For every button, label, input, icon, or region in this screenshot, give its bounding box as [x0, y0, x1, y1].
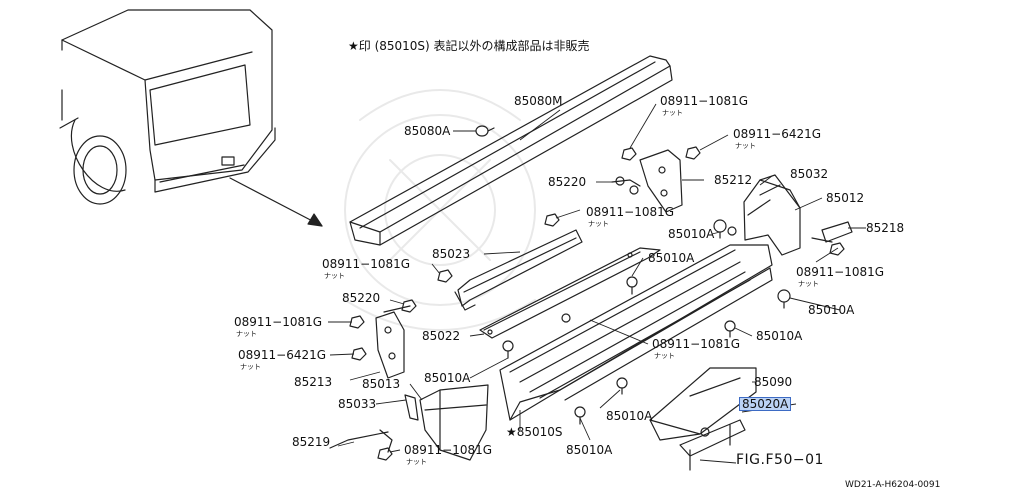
part-label-85010s[interactable]: ★85010S	[506, 425, 563, 439]
part-label-08911-1081g-left2[interactable]: 08911−1081G	[234, 315, 323, 329]
part-label-85022[interactable]: 85022	[422, 329, 461, 343]
bracket-85213	[375, 305, 411, 379]
end-cap-right-85012	[743, 174, 801, 256]
view-arrow-icon	[229, 177, 323, 227]
bracket-85212	[611, 149, 683, 213]
part-label-85020a[interactable]: 85020A	[738, 397, 792, 411]
part-label-85010a-4[interactable]: 85010A	[756, 329, 803, 343]
part-label-85010a-2[interactable]: 85010A	[648, 251, 695, 265]
part-label-85033[interactable]: 85033	[338, 397, 377, 411]
reinforcement-85010S	[499, 244, 773, 421]
end-cap-left-85013	[419, 384, 489, 461]
part-label-85010a-1[interactable]: 85010A	[668, 227, 715, 241]
spacer-85090	[649, 367, 757, 441]
nut-bottom-icon	[377, 447, 393, 461]
watermark-emblem	[344, 89, 536, 331]
nut-caption: ナット	[654, 352, 675, 360]
part-label-85023[interactable]: 85023	[432, 247, 471, 261]
part-label-85080m[interactable]: 85080M	[514, 94, 563, 108]
part-label-85010a-5[interactable]: 85010A	[424, 371, 471, 385]
nut-caption: ナット	[662, 109, 683, 117]
document-id: WD21-A-H6204-0091	[845, 480, 941, 490]
part-label-08911-1081g-mid[interactable]: 08911−1081G	[586, 205, 675, 219]
part-label-08911-1081g-center[interactable]: 08911−1081G	[652, 337, 741, 351]
part-label-85012[interactable]: 85012	[826, 191, 865, 205]
part-label-85010a-6[interactable]: 85010A	[606, 409, 653, 423]
nut-caption: ナット	[240, 363, 261, 371]
part-label-08911-1081g-bottom[interactable]: 08911−1081G	[404, 443, 493, 457]
part-label-85010a-3[interactable]: 85010A	[808, 303, 855, 317]
stay-85023	[454, 229, 583, 311]
nut-caption: ナット	[236, 330, 257, 338]
part-label-85220-top[interactable]: 85220	[548, 175, 587, 189]
part-label-85212[interactable]: 85212	[714, 173, 753, 187]
part-label-85218[interactable]: 85218	[866, 221, 905, 235]
part-label-85090[interactable]: 85090	[754, 375, 793, 389]
part-label-08911-1081g-left[interactable]: 08911−1081G	[322, 257, 411, 271]
part-label-85080a[interactable]: 85080A	[404, 124, 451, 138]
nut-caption: ナット	[406, 458, 427, 466]
rod-85219	[329, 429, 393, 453]
part-label-85010a-7[interactable]: 85010A	[566, 443, 613, 457]
header-note: ★印 (85010S) 表記以外の構成部品は非販売	[348, 39, 590, 53]
leader-lines	[328, 103, 866, 464]
figure-label: FIG.F50−01	[736, 452, 824, 468]
part-label-85219[interactable]: 85219	[292, 435, 331, 449]
bracket-85218	[811, 221, 853, 243]
bumper-cover-85080M	[349, 55, 673, 246]
nut-top-icon	[621, 147, 637, 161]
stay-85022	[479, 247, 661, 339]
nut-right-icon	[829, 242, 845, 256]
part-label-08911-6421g-left[interactable]: 08911−6421G	[238, 348, 327, 362]
nut-caption: ナット	[588, 220, 609, 228]
vehicle-sketch-icon	[59, 9, 276, 205]
part-label-85220-left[interactable]: 85220	[342, 291, 381, 305]
nut-caption: ナット	[798, 280, 819, 288]
nut-caption: ナット	[735, 142, 756, 150]
small-nut-icons	[349, 213, 560, 361]
part-label-08911-1081g-right[interactable]: 08911−1081G	[796, 265, 885, 279]
bracket-85033	[404, 394, 419, 421]
clip-icons	[502, 219, 791, 425]
bracket-85020A	[679, 419, 746, 471]
part-label-08911-1081g-top[interactable]: 08911−1081G	[660, 94, 749, 108]
nut-caption: ナット	[324, 272, 345, 280]
part-label-08911-6421g-top[interactable]: 08911−6421G	[733, 127, 822, 141]
part-label-85013[interactable]: 85013	[362, 377, 401, 391]
part-label-85032[interactable]: 85032	[790, 167, 829, 181]
part-label-85213[interactable]: 85213	[294, 375, 333, 389]
nut-top-right-icon	[685, 146, 701, 160]
